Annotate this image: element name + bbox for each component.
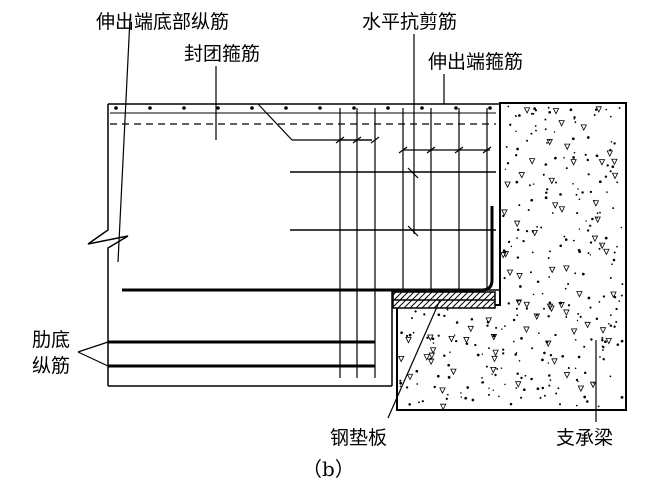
- beam-break-line: [87, 104, 129, 386]
- leader-lines: [77, 17, 597, 422]
- support-beam-outline: [396, 102, 627, 411]
- support-beam: [396, 102, 627, 411]
- top-bar-dots: [114, 106, 492, 110]
- extended-bottom-longitudinal-bar: [122, 206, 494, 292]
- label-rib-bottom-bar-1: 肋底: [32, 329, 70, 351]
- end-stirrups: [402, 108, 488, 290]
- label-closing-stirrup: 封团箍筋: [184, 43, 260, 65]
- label-steel-plate: 钢垫板: [330, 427, 387, 449]
- label-rib-bottom-bar-2: 纵筋: [32, 355, 70, 377]
- label-end-stirrup: 伸出端箍筋: [428, 51, 523, 73]
- steel-plate: [392, 291, 496, 309]
- figure-caption: （b）: [302, 457, 355, 481]
- label-support-beam: 支承梁: [556, 427, 613, 449]
- label-horizontal-shear-bar: 水平抗剪筋: [362, 11, 457, 33]
- tick-marks: [335, 136, 492, 237]
- label-extended-bottom-longitudinal-bar: 伸出端底部纵筋: [96, 11, 229, 33]
- closing-stirrups: [339, 108, 376, 378]
- concrete-texture: [397, 105, 624, 411]
- rib-bottom-bars: [108, 340, 375, 368]
